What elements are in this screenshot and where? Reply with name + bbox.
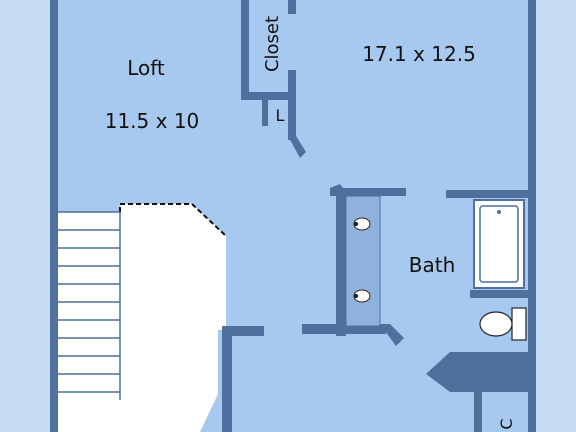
bath-wall-bottom	[302, 324, 386, 334]
hall-closet-wall	[426, 352, 536, 392]
tub-wall-top	[446, 190, 536, 198]
walls	[50, 0, 536, 432]
toilet-icon	[479, 307, 527, 341]
landing-wall-left	[222, 326, 232, 432]
loft-name-label: Loft	[127, 56, 165, 80]
bathtub-icon	[473, 199, 525, 289]
exterior-wall-right	[528, 0, 536, 432]
landing-wall-top	[222, 326, 264, 336]
tub-wall-bottom	[470, 290, 536, 298]
linen-closet-wall	[262, 100, 268, 126]
small-closet-label: C	[497, 418, 516, 429]
bath-door-jamb	[380, 324, 404, 346]
exterior-wall-left	[50, 0, 58, 432]
closet-wall-left	[241, 0, 249, 98]
vanity-wall-left	[336, 188, 346, 336]
loft-dims-label: 11.5 x 10	[105, 109, 200, 133]
linen-closet-label: L	[276, 106, 285, 125]
vanity-counter	[345, 195, 381, 327]
stair-opening	[50, 204, 226, 432]
bath-wall-top	[330, 188, 406, 196]
closet-label: Closet	[262, 16, 283, 72]
bedroom-dims-label: 17.1 x 12.5	[362, 42, 476, 66]
angled-wall-stub	[288, 136, 306, 158]
stair-opening-dashed-edge	[119, 203, 227, 237]
small-closet-wall	[474, 392, 482, 432]
bath-name-label: Bath	[409, 253, 456, 277]
sink-icon	[353, 217, 371, 231]
closet-wall-right-mid	[288, 70, 296, 100]
linen-closet-wall-right	[288, 100, 296, 140]
sink-icon	[353, 289, 371, 303]
closet-wall-right-top	[288, 0, 296, 14]
stair-treads	[58, 211, 121, 400]
closet-wall-bottom	[241, 92, 291, 100]
